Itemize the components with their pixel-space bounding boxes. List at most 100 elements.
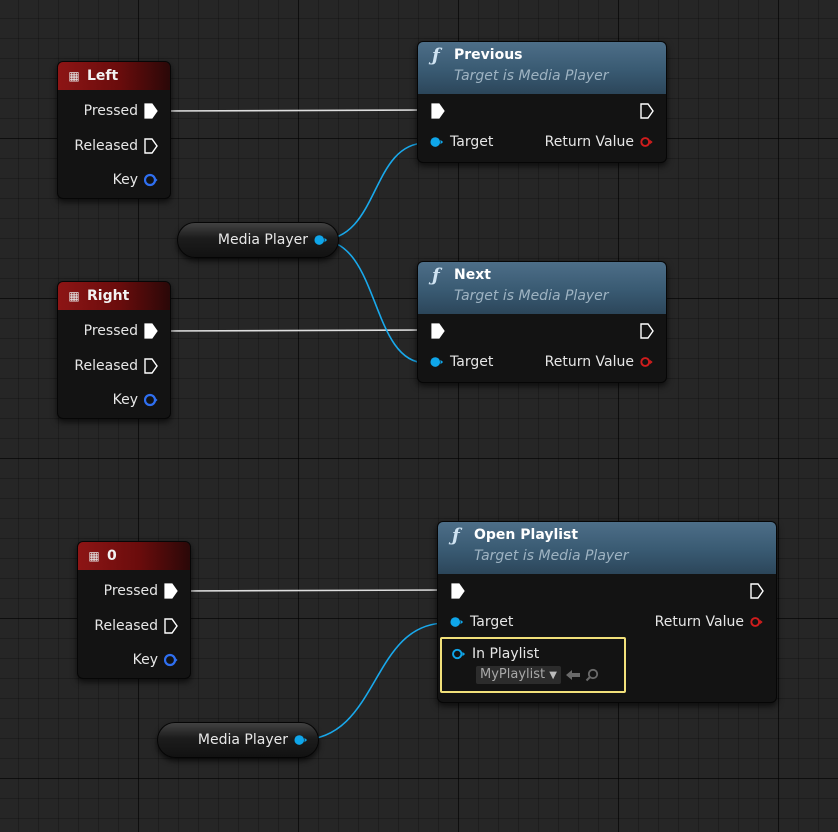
input-node-zero[interactable]: ▦ 0 Pressed Released Key [77, 541, 191, 679]
pin-label: Released [74, 358, 138, 374]
pin-label: Pressed [83, 323, 138, 339]
key-pin-icon[interactable] [144, 173, 158, 187]
pin-label: Return Value [544, 134, 634, 150]
node-subtitle: Target is Media Player [454, 68, 609, 84]
input-node-right[interactable]: ▦ Right Pressed Released Key [57, 281, 171, 419]
pin-return-value[interactable]: Return Value [545, 134, 654, 150]
function-node-open-playlist[interactable]: ƒ Open Playlist Target is Media Player T… [437, 521, 777, 703]
object-pin-icon[interactable] [452, 647, 466, 661]
pin-pressed[interactable]: Pressed [104, 581, 178, 601]
node-subtitle: Target is Media Player [474, 548, 629, 564]
pin-label: In Playlist [472, 646, 540, 662]
object-pin-icon[interactable] [314, 233, 328, 247]
exec-out-pin-icon[interactable] [640, 103, 654, 119]
exec-out-pin-icon[interactable] [750, 583, 764, 599]
node-title: Previous [454, 47, 523, 63]
pin-released[interactable]: Released [74, 136, 158, 156]
exec-pin-icon[interactable] [164, 618, 178, 634]
pin-pressed[interactable]: Pressed [84, 101, 158, 121]
node-header: ▦ Right [58, 282, 170, 310]
pin-released[interactable]: Released [74, 356, 158, 376]
node-title: Next [454, 267, 491, 283]
variable-label: Media Player [217, 232, 308, 248]
exec-out-pin-icon[interactable] [640, 323, 654, 339]
exec-in-pin-icon[interactable] [431, 103, 445, 119]
exec-wire-zero [177, 589, 447, 592]
pin-label: Key [112, 172, 138, 188]
pin-target[interactable]: Target [430, 354, 493, 370]
pin-return-value[interactable]: Return Value [545, 354, 654, 370]
function-icon: ƒ [432, 265, 440, 286]
keyboard-icon: ▦ [88, 549, 100, 563]
playlist-asset-picker[interactable]: MyPlaylist ▼ [476, 666, 599, 684]
keyboard-icon: ▦ [68, 69, 80, 83]
pin-released[interactable]: Released [94, 616, 178, 636]
chevron-down-icon: ▼ [549, 670, 557, 681]
key-pin-icon[interactable] [144, 393, 158, 407]
node-subtitle: Target is Media Player [454, 288, 609, 304]
exec-pin-icon[interactable] [144, 103, 158, 119]
exec-pin-icon[interactable] [164, 583, 178, 599]
function-node-previous[interactable]: ƒ Previous Target is Media Player Target… [417, 41, 667, 163]
node-header: ▦ 0 [78, 542, 190, 570]
arrow-left-icon[interactable] [565, 668, 581, 682]
object-pin-icon[interactable] [430, 135, 444, 149]
pin-label: Key [132, 652, 158, 668]
node-header: ƒ Open Playlist Target is Media Player [438, 522, 776, 574]
playlist-dropdown[interactable]: MyPlaylist ▼ [476, 666, 561, 684]
exec-wire-left [157, 109, 427, 112]
object-wire-prev [319, 142, 427, 241]
pin-label: Pressed [83, 103, 138, 119]
exec-pin-icon[interactable] [144, 358, 158, 374]
exec-wire-right [157, 329, 427, 332]
object-pin-icon[interactable] [294, 733, 308, 747]
return-pin-icon[interactable] [750, 615, 764, 629]
pin-target[interactable]: Target [450, 614, 513, 630]
node-header: ƒ Previous Target is Media Player [418, 42, 666, 94]
pin-label: Target [450, 354, 494, 370]
return-pin-icon[interactable] [640, 135, 654, 149]
exec-in-pin-icon[interactable] [451, 583, 465, 599]
node-title: 0 [107, 548, 117, 564]
input-node-left[interactable]: ▦ Left Pressed Released Key [57, 61, 171, 199]
pin-pressed[interactable]: Pressed [84, 321, 158, 341]
function-icon: ƒ [452, 525, 460, 546]
pin-label: Pressed [103, 583, 158, 599]
magnifier-icon[interactable] [585, 668, 599, 682]
node-header: ƒ Next Target is Media Player [418, 262, 666, 314]
pin-key[interactable]: Key [113, 390, 158, 410]
pin-in-playlist[interactable]: In Playlist [452, 646, 539, 662]
node-title: Left [87, 68, 119, 84]
pin-return-value[interactable]: Return Value [655, 614, 764, 630]
function-node-next[interactable]: ƒ Next Target is Media Player Target Ret… [417, 261, 667, 383]
pin-label: Return Value [654, 614, 744, 630]
object-wire-next [319, 239, 427, 364]
pin-label: Return Value [544, 354, 634, 370]
variable-node-media-player[interactable]: Media Player [177, 222, 339, 258]
object-wire-open [299, 622, 447, 741]
exec-pin-icon[interactable] [144, 138, 158, 154]
return-pin-icon[interactable] [640, 355, 654, 369]
object-pin-icon[interactable] [430, 355, 444, 369]
playlist-value: MyPlaylist [480, 667, 546, 682]
pin-label: Key [112, 392, 138, 408]
key-pin-icon[interactable] [164, 653, 178, 667]
variable-node-media-player[interactable]: Media Player [157, 722, 319, 758]
pin-key[interactable]: Key [133, 650, 178, 670]
pin-target[interactable]: Target [430, 134, 493, 150]
object-pin-icon[interactable] [450, 615, 464, 629]
exec-pin-icon[interactable] [144, 323, 158, 339]
in-playlist-pin-highlight[interactable] [440, 637, 626, 693]
node-header: ▦ Left [58, 62, 170, 90]
node-title: Open Playlist [474, 527, 579, 543]
keyboard-icon: ▦ [68, 289, 80, 303]
exec-in-pin-icon[interactable] [431, 323, 445, 339]
node-title: Right [87, 288, 130, 304]
pin-label: Released [74, 138, 138, 154]
pin-label: Target [450, 134, 494, 150]
pin-key[interactable]: Key [113, 170, 158, 190]
pin-label: Target [470, 614, 514, 630]
function-icon: ƒ [432, 45, 440, 66]
pin-label: Released [94, 618, 158, 634]
